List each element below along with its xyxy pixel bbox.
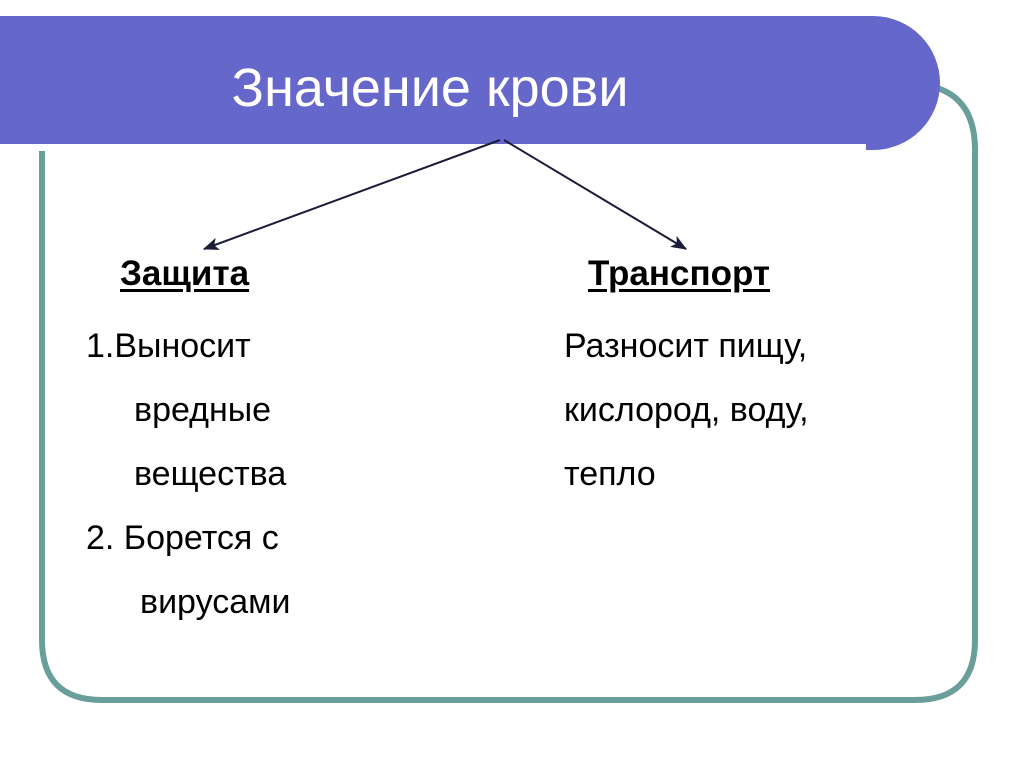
title-banner: Значение крови: [0, 16, 940, 151]
page-title: Значение крови: [231, 58, 629, 118]
list-item: вирусами: [140, 583, 291, 621]
list-item: кислород, воду,: [564, 391, 809, 429]
column-heading-zashchita: Защита: [120, 254, 250, 293]
title-underline-rule: [0, 144, 866, 151]
column-zashchita: Защита 1.Выносит вредные вещества 2. Бор…: [86, 252, 446, 634]
list-item: тепло: [564, 455, 656, 493]
column-heading-transport: Транспорт: [588, 254, 771, 293]
list-item: вредные: [134, 391, 272, 429]
list-item: 2. Борется с: [86, 519, 279, 557]
list-item: Разносит пищу,: [564, 327, 808, 365]
list-item: вещества: [134, 455, 287, 493]
arrow-to-transport: [503, 139, 688, 250]
arrow-to-zashchita: [202, 139, 501, 250]
column-transport: Транспорт Разносит пищу, кислород, воду,…: [556, 252, 956, 506]
list-item: 1.Выносит: [86, 327, 251, 365]
